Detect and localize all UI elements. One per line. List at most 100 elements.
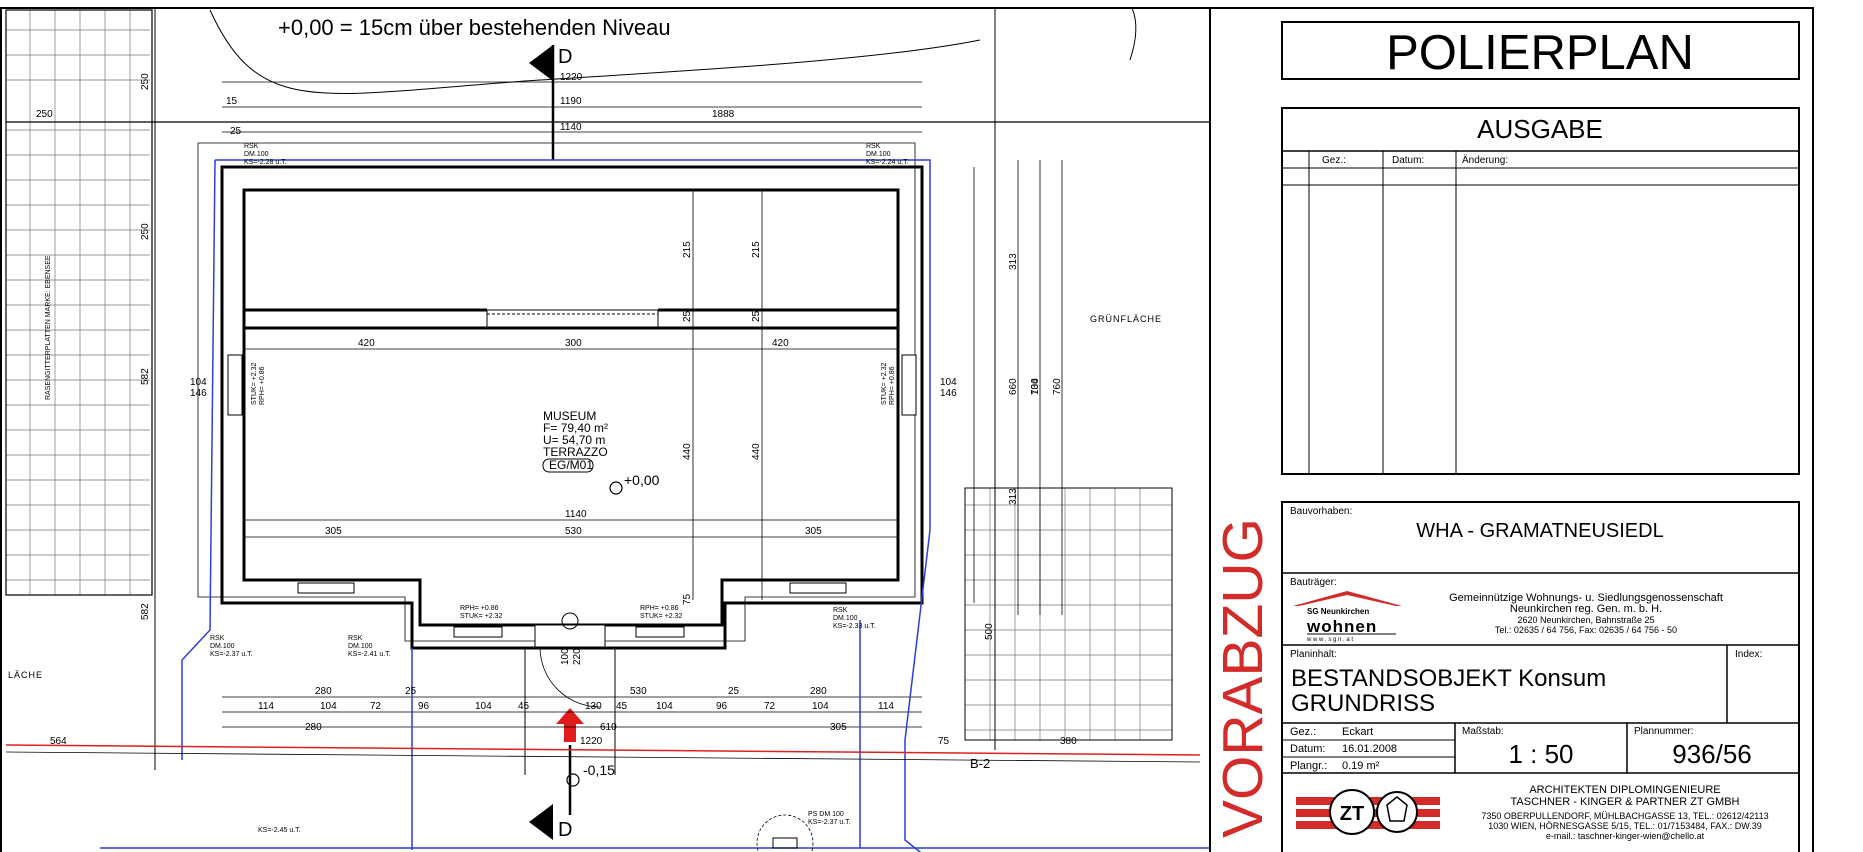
svg-text:RPH= +0.86: RPH= +0.86: [889, 366, 896, 405]
planinhalt-line2: GRUNDRISS: [1291, 690, 1435, 717]
svg-text:305: 305: [325, 526, 342, 537]
section-label-top: D: [558, 46, 572, 68]
svg-text:300: 300: [565, 338, 582, 349]
building-outline-outer: [197, 142, 916, 642]
svg-text:RSK: RSK: [866, 143, 881, 150]
svg-text:280: 280: [305, 722, 322, 733]
svg-text:ARCHITEKTEN DIPLOMINGENIEURE: ARCHITEKTEN DIPLOMINGENIEURE: [1529, 784, 1720, 796]
planinhalt-label: Planinhalt:: [1290, 649, 1337, 660]
title-box: [1281, 21, 1800, 80]
svg-text:420: 420: [772, 338, 789, 349]
svg-text:RSK: RSK: [244, 143, 259, 150]
paving-area-right: [964, 487, 1173, 741]
left-edge-label: LÄCHE: [8, 670, 43, 680]
svg-text:72: 72: [370, 701, 382, 712]
svg-text:e-mail.: taschner-kinger-wien@: e-mail.: taschner-kinger-wien@chello.at: [1546, 831, 1705, 841]
info-block: [1281, 501, 1800, 852]
svg-text:45: 45: [518, 701, 530, 712]
svg-text:1030 WIEN, HÖRNESGASSE 5/15, T: 1030 WIEN, HÖRNESGASSE 5/15, TEL.: 01/71…: [1488, 821, 1761, 831]
svg-text:DM.100: DM.100: [866, 151, 891, 158]
window-bottom-left: [297, 582, 355, 594]
drawing-frame: [0, 7, 1814, 852]
section-arrow-top-icon: [529, 45, 553, 81]
svg-text:1888: 1888: [712, 109, 735, 120]
building-wall-inner: [242, 188, 900, 627]
svg-text:KS=-2.37 u.T.: KS=-2.37 u.T.: [210, 651, 253, 658]
svg-text:72: 72: [764, 701, 776, 712]
svg-text:15: 15: [226, 96, 238, 107]
svg-text:146: 146: [940, 388, 957, 399]
svg-text:25: 25: [751, 310, 762, 322]
svg-text:530: 530: [565, 526, 582, 537]
terrain-contour-right: [1129, 7, 1137, 61]
svg-text:313: 313: [1008, 488, 1019, 505]
svg-text:Eckart: Eckart: [1342, 726, 1373, 738]
window-left: [227, 354, 243, 416]
paving-grid-left: [6, 10, 150, 595]
bauvorhaben-value: WHA - GRAMATNEUSIEDL: [1416, 520, 1663, 542]
svg-text:104: 104: [656, 701, 673, 712]
room-code: EG/M01: [549, 458, 593, 472]
svg-text:DM.100: DM.100: [348, 643, 373, 650]
pipe-annotations: RSK DM.100 KS=-2.28 u.T. RSK DM.100 KS=-…: [210, 143, 909, 834]
svg-text:STUK= +2.32: STUK= +2.32: [881, 362, 888, 405]
level-symbol-icon: [609, 481, 623, 495]
manhole-icon: [756, 814, 814, 852]
paving-area-left: [5, 9, 153, 596]
paving-grid-right: [965, 488, 1172, 740]
svg-text:104: 104: [190, 377, 207, 388]
plannummer-label: Plannummer:: [1634, 726, 1693, 737]
svg-text:582: 582: [140, 368, 151, 385]
ausgabe-col-aenderung: Änderung:: [1462, 154, 1508, 166]
entrance-arrow-icon: [556, 708, 584, 742]
axis-label: B-2: [970, 756, 990, 771]
svg-text:STUK= +2.32: STUK= +2.32: [251, 362, 258, 405]
svg-text:280: 280: [315, 686, 332, 697]
ausgabe-col-datum: Datum:: [1392, 155, 1424, 166]
window-right: [901, 354, 917, 416]
svg-text:KS=-2.33 u.T.: KS=-2.33 u.T.: [833, 623, 876, 630]
svg-text:DM.100: DM.100: [244, 151, 269, 158]
room-name: MUSEUM: [543, 409, 596, 423]
svg-text:530: 530: [630, 686, 647, 697]
drainage-line-left: [181, 159, 216, 760]
svg-text:104: 104: [475, 701, 492, 712]
svg-text:104: 104: [320, 701, 337, 712]
section-label-bottom: D: [558, 819, 572, 841]
svg-text:582: 582: [140, 603, 151, 620]
svg-text:25: 25: [405, 686, 417, 697]
svg-text:Gez.:: Gez.:: [1290, 726, 1316, 738]
zt-logo: ZT: [1296, 789, 1440, 835]
svg-text:564: 564: [50, 736, 67, 747]
svg-text:25: 25: [728, 686, 740, 697]
svg-text:PS DM 100: PS DM 100: [808, 811, 844, 818]
svg-text:1190: 1190: [560, 96, 582, 107]
level-note: +0,00 = 15cm über bestehenden Niveau: [278, 15, 671, 40]
svg-text:RSK: RSK: [210, 635, 225, 642]
svg-text:RSK: RSK: [348, 635, 363, 642]
svg-text:660: 660: [1008, 378, 1019, 395]
room-floor: TERRAZZO: [543, 445, 608, 459]
svg-text:104: 104: [1030, 378, 1041, 395]
svg-text:75: 75: [682, 593, 693, 605]
property-boundary-red: [5, 744, 1201, 756]
dimension-texts: 1220 1190 1140 1888 15 25 250 250 250 58…: [36, 72, 1077, 747]
svg-text:104: 104: [940, 377, 957, 388]
plan-title: POLIERPLAN: [1386, 26, 1694, 80]
street-edge: [5, 751, 1201, 763]
section-arrow-bottom-icon: [529, 804, 553, 840]
svg-text:250: 250: [140, 223, 151, 240]
svg-text:ZT: ZT: [1340, 803, 1364, 825]
architect-info: ARCHITEKTEN DIPLOMINGENIEURE TASCHNER - …: [1481, 784, 1768, 841]
svg-text:440: 440: [682, 443, 693, 460]
svg-text:75: 75: [938, 736, 950, 747]
svg-text:313: 313: [1008, 253, 1019, 270]
svg-text:1140: 1140: [565, 509, 587, 520]
bautraeger-address: Gemeinnützige Wohnungs- u. Siedlungsgeno…: [1449, 592, 1723, 635]
svg-text:KS=-2.45 u.T.: KS=-2.45 u.T.: [258, 827, 301, 834]
massstab-value: 1 : 50: [1508, 739, 1573, 769]
svg-text:215: 215: [682, 241, 693, 258]
svg-text:250: 250: [36, 109, 53, 120]
svg-text:500: 500: [984, 623, 995, 640]
svg-text:KS=-2.41 u.T.: KS=-2.41 u.T.: [348, 651, 391, 658]
